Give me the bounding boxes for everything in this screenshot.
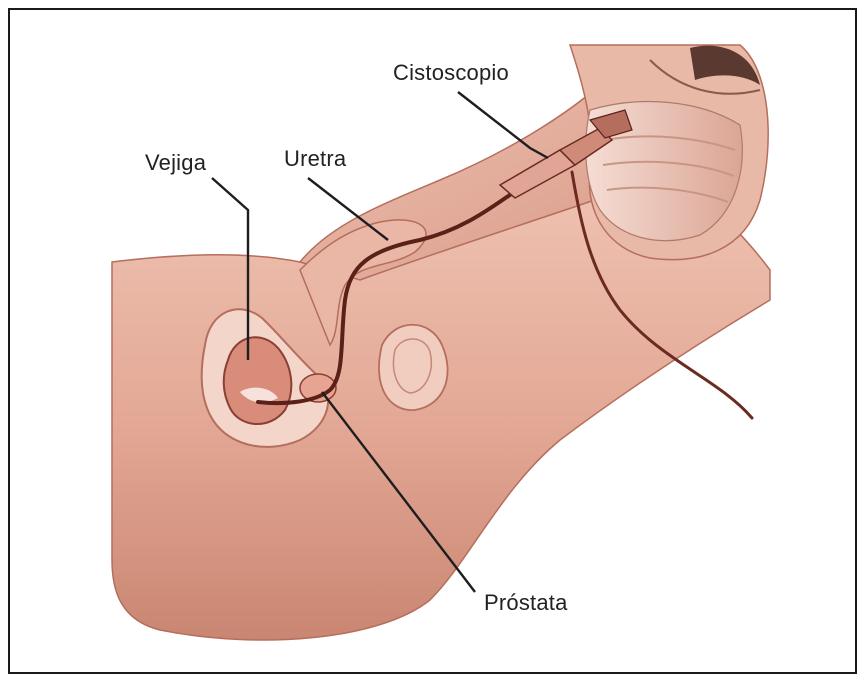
label-cystoscope: Cistoscopio [393, 60, 509, 86]
label-prostate: Próstata [484, 590, 568, 616]
testicle-shape [379, 325, 448, 410]
label-urethra: Uretra [284, 146, 346, 172]
label-bladder: Vejiga [145, 150, 206, 176]
